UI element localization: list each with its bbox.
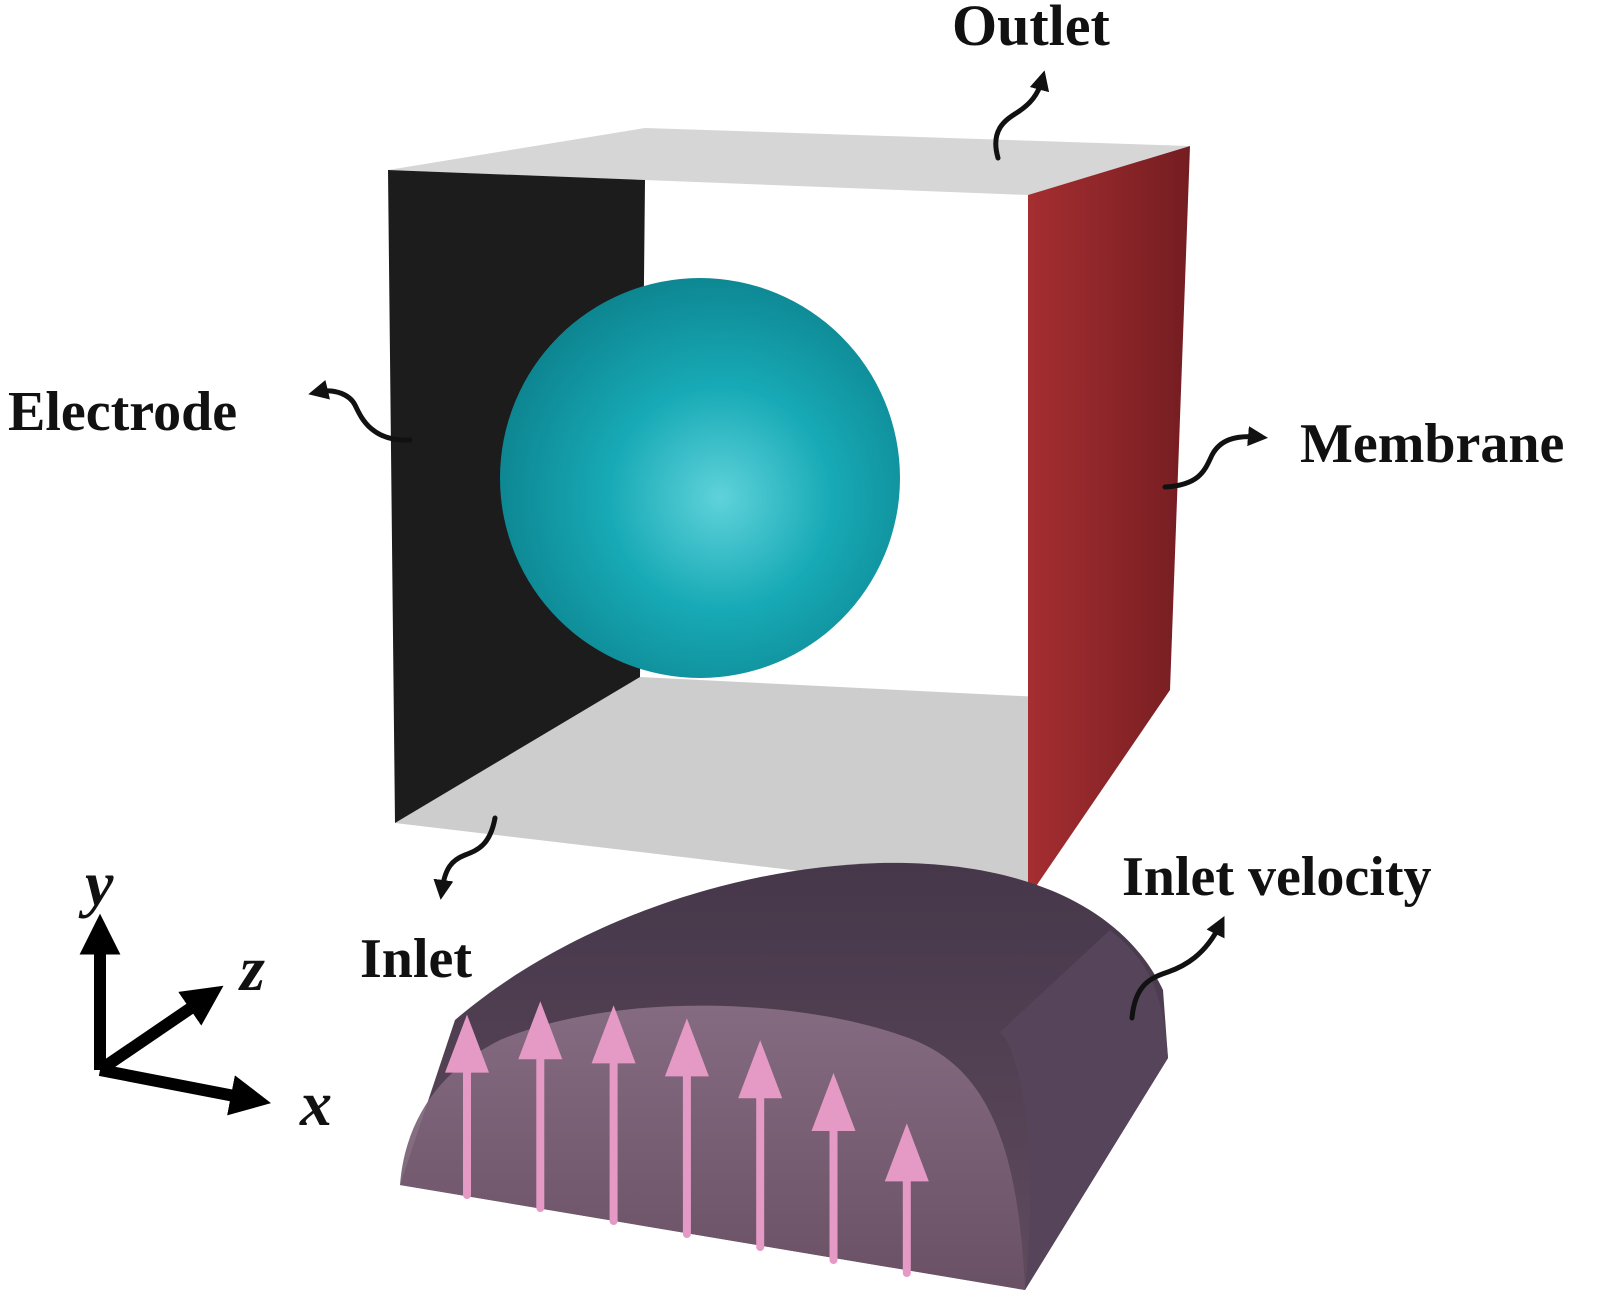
velocity-arrows [445,1001,929,1277]
inlet-label: Inlet [360,928,472,990]
velocity-arrow-head [445,1014,489,1073]
inlet-profile-front [400,1005,1025,1290]
electrode-label: Electrode [8,381,237,443]
outlet-label: Outlet [952,0,1111,58]
velocity-arrow-head [664,1018,709,1077]
velocity-arrow-head [591,1005,636,1064]
bottom-wall [395,677,1040,898]
x-axis-label: x [299,1068,332,1139]
velocity-arrow-head [884,1123,929,1182]
inlet-velocity-pointer [1129,916,1225,1021]
flow-cell-cube [388,128,1190,898]
y-axis-label: y [78,848,114,919]
inlet-velocity-label: Inlet velocity [1122,846,1431,908]
inlet-pointer [433,815,498,900]
top-wall [388,128,1190,195]
velocity-arrow-head [518,1001,563,1060]
electrode-pointer [308,379,413,443]
inlet-profile-side [1000,930,1168,1290]
velocity-arrow-head [738,1040,783,1099]
z-axis-label: z [238,933,265,1004]
membrane-pointer [1162,426,1268,490]
x-axis-arrow [98,1064,272,1116]
z-axis-arrow [96,985,224,1075]
membrane-wall [1028,146,1190,898]
pointers [308,70,1268,1021]
velocity-arrow-head [811,1073,856,1131]
coordinate-axes: y z x [78,848,332,1139]
outlet-pointer [993,70,1050,161]
inlet-velocity-profile [400,862,1168,1290]
particle-sphere [500,278,900,678]
membrane-label: Membrane [1300,413,1564,475]
